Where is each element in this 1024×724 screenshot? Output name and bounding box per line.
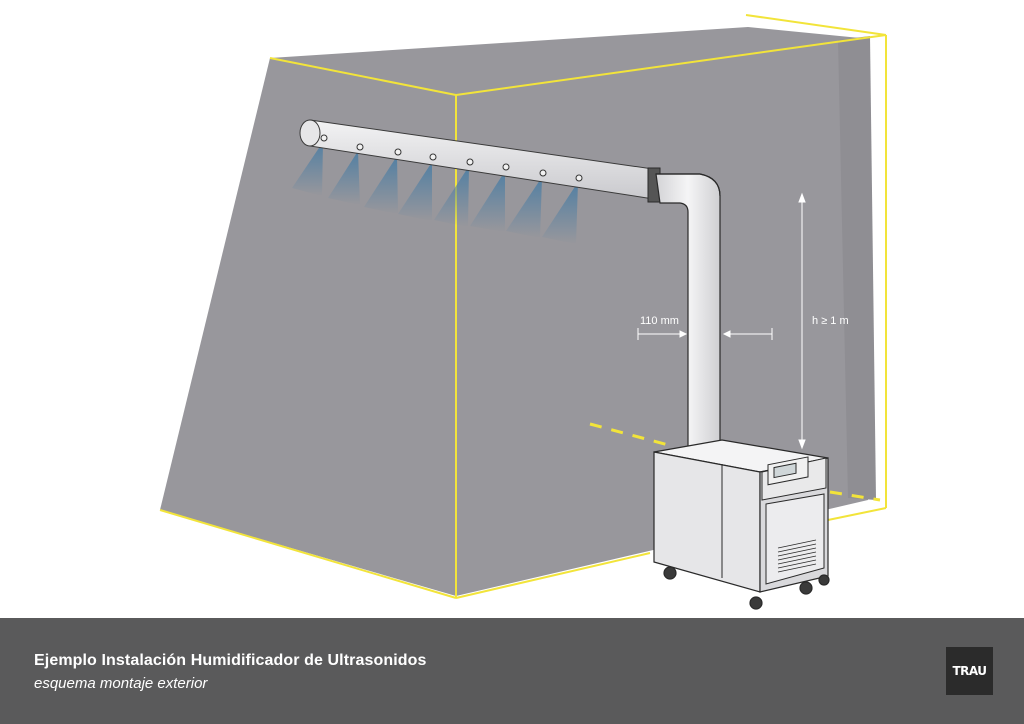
logo-text: TRAU	[952, 664, 987, 678]
trau-logo: TRAU	[946, 647, 993, 695]
nozzle-icon	[429, 153, 437, 161]
nozzle-icon	[320, 134, 328, 142]
installation-diagram: 110 mm h ≥ 1 m	[159, 14, 887, 610]
pipe-diameter-label: 110 mm	[640, 315, 679, 327]
nozzle-icon	[575, 174, 583, 182]
vent-grille	[777, 539, 817, 573]
footer-bar	[0, 618, 1024, 724]
mist-sprays	[292, 142, 578, 244]
nozzle-icon	[502, 163, 510, 171]
height-label: h ≥ 1 m	[812, 315, 849, 327]
nozzle-icon	[466, 158, 474, 166]
pipe-diameter-dimension	[637, 328, 773, 340]
caption-subtitle: esquema montaje exterior	[34, 675, 208, 692]
outline-box	[159, 14, 887, 599]
nozzle-icon	[356, 143, 364, 151]
nozzle-icon	[539, 169, 547, 177]
wheels	[663, 566, 830, 610]
nozzles	[320, 134, 583, 182]
height-dimension	[798, 192, 806, 450]
caption-title: Ejemplo Instalación Humidificador de Ult…	[34, 652, 427, 669]
nozzle-icon	[394, 148, 402, 156]
humidifier-unit	[653, 439, 830, 610]
